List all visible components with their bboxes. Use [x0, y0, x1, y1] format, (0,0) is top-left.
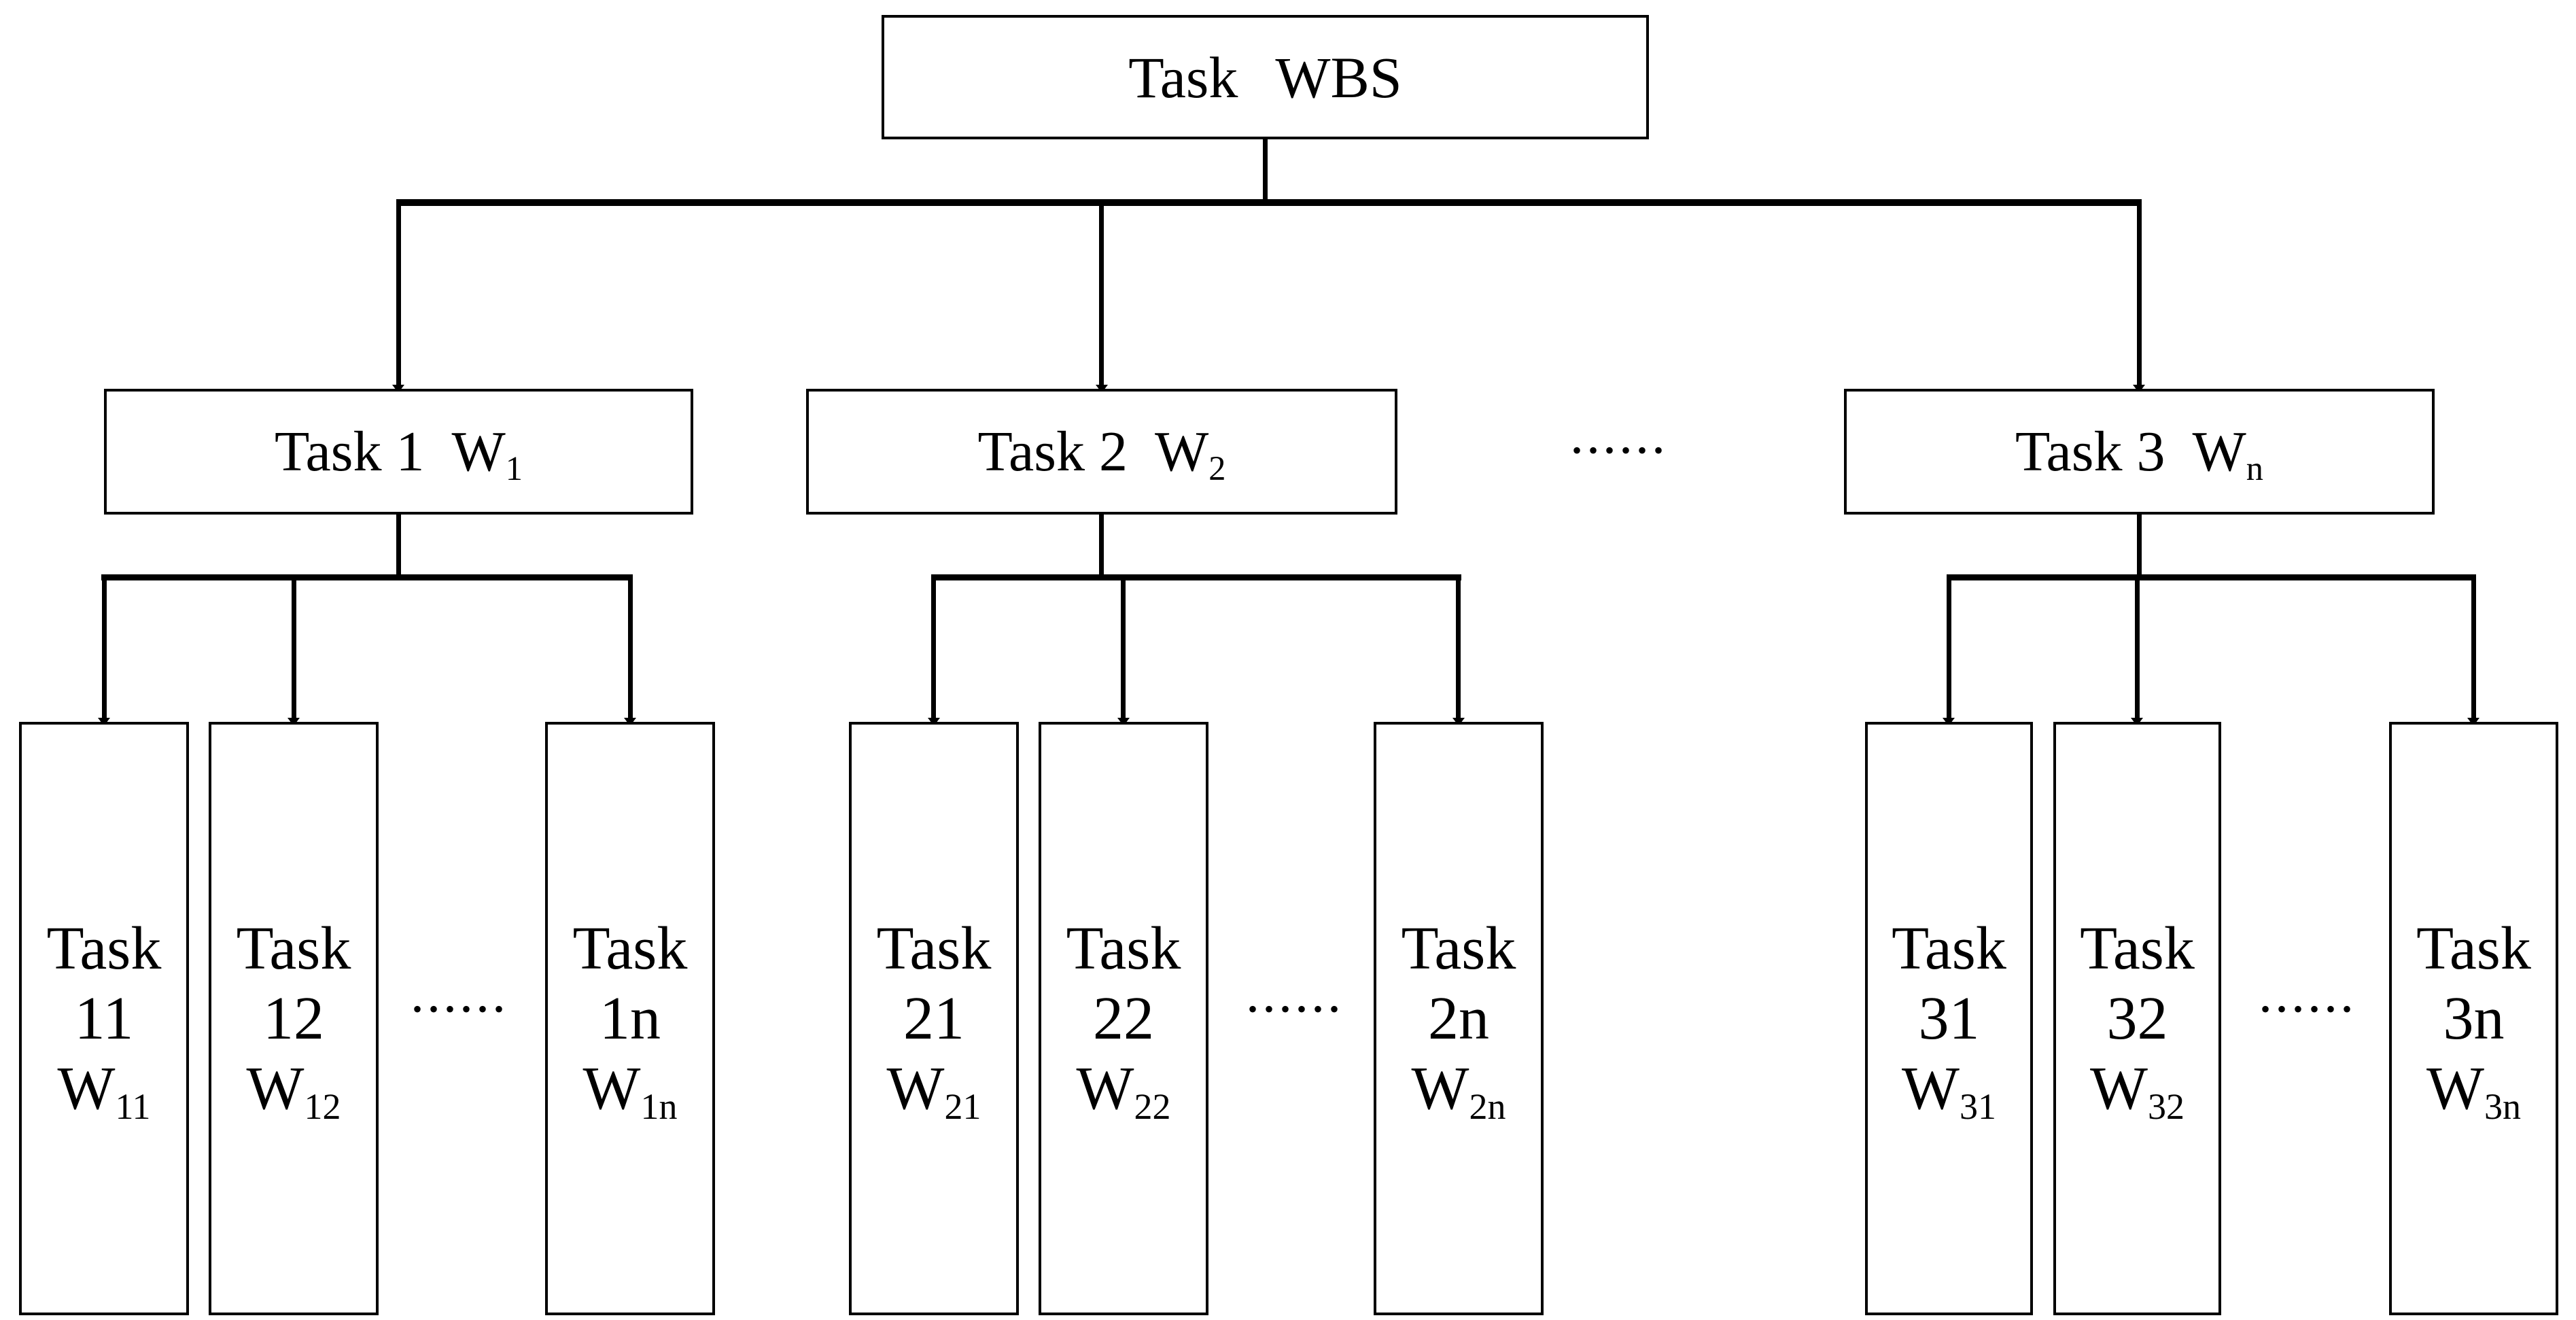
- parent2-label: Task 2: [977, 420, 1128, 483]
- leaf22-weight: W22: [1076, 1055, 1171, 1128]
- connector-level1-rail: [396, 199, 2142, 206]
- leaf-box-21: Task 21 W21: [849, 722, 1019, 1315]
- leaf21-num: 21: [903, 985, 964, 1052]
- leaf3n-num: 3n: [2443, 985, 2505, 1052]
- parent-box-1: Task 1 W1: [104, 389, 693, 515]
- leaf31-weight: W31: [1902, 1055, 1996, 1128]
- leaf3n-name: Task: [2416, 915, 2531, 982]
- leaf1n-num: 1n: [599, 985, 661, 1052]
- connector-bracket-2: [931, 574, 1461, 580]
- parent-box-2: Task 2 W2: [806, 389, 1397, 515]
- leaf21-weight: W21: [886, 1055, 981, 1128]
- ellipsis-level2: ••••••: [1571, 435, 1671, 466]
- connector-to-parent-2: [1099, 206, 1104, 389]
- connector-bracket-3: [1947, 574, 2476, 580]
- leaf-box-12: Task 12 W12: [209, 722, 379, 1315]
- parent1-weight: W1: [451, 420, 523, 488]
- connector-to-leaf-32: [2135, 580, 2140, 722]
- ellipsis-group-3: ••••••: [2260, 994, 2359, 1024]
- leaf1n-weight: W1n: [582, 1055, 678, 1128]
- leaf12-num: 12: [263, 985, 324, 1052]
- leaf-box-31: Task 31 W31: [1865, 722, 2033, 1315]
- connector-to-parent-1: [396, 206, 401, 389]
- connector-to-leaf-11: [102, 580, 107, 722]
- leaf-box-11: Task 11 W11: [19, 722, 189, 1315]
- leaf2n-weight: W2n: [1411, 1055, 1506, 1128]
- parent2-weight: W2: [1154, 420, 1226, 488]
- leaf12-name: Task: [236, 915, 351, 982]
- leaf-box-3n: Task 3n W3n: [2389, 722, 2558, 1315]
- leaf11-name: Task: [46, 915, 162, 982]
- leaf2n-name: Task: [1401, 915, 1516, 982]
- leaf-box-22: Task 22 W22: [1039, 722, 1208, 1315]
- leaf-box-2n: Task 2n W2n: [1374, 722, 1544, 1315]
- leaf32-weight: W32: [2090, 1055, 2185, 1128]
- connector-to-leaf-1n: [628, 580, 633, 722]
- connector-to-parent-3: [2137, 206, 2142, 389]
- leaf22-name: Task: [1066, 915, 1181, 982]
- leaf3n-weight: W3n: [2426, 1055, 2521, 1128]
- parent3-weight: Wn: [2192, 420, 2263, 488]
- leaf12-weight: W12: [246, 1055, 341, 1128]
- leaf31-num: 31: [1918, 985, 1980, 1052]
- leaf-box-32: Task 32 W32: [2053, 722, 2221, 1315]
- parent1-label: Task 1: [275, 420, 425, 483]
- parent3-label: Task 3: [2015, 420, 2165, 483]
- ellipsis-group-1: ••••••: [412, 994, 511, 1024]
- parent-box-3: Task 3 Wn: [1844, 389, 2435, 515]
- connector-to-leaf-22: [1121, 580, 1126, 722]
- connector-to-leaf-21: [931, 580, 936, 722]
- leaf32-name: Task: [2080, 915, 2195, 982]
- root-box: Task WBS: [882, 15, 1649, 139]
- connector-parent2-stub: [1099, 515, 1104, 574]
- leaf1n-name: Task: [572, 915, 688, 982]
- connector-parent1-stub: [396, 515, 401, 574]
- leaf21-name: Task: [876, 915, 992, 982]
- connector-bracket-1: [101, 574, 633, 580]
- leaf11-num: 11: [74, 985, 134, 1052]
- connector-root-stub: [1263, 139, 1268, 203]
- leaf-box-1n: Task 1n W1n: [545, 722, 715, 1315]
- leaf2n-num: 2n: [1428, 985, 1489, 1052]
- connector-to-leaf-3n: [2471, 580, 2476, 722]
- connector-to-leaf-12: [292, 580, 296, 722]
- leaf11-weight: W11: [57, 1055, 151, 1128]
- connector-to-leaf-31: [1947, 580, 1951, 722]
- connector-to-leaf-2n: [1456, 580, 1461, 722]
- ellipsis-group-2: ••••••: [1247, 994, 1346, 1024]
- connector-parent3-stub: [2137, 515, 2142, 574]
- leaf31-name: Task: [1892, 915, 2006, 982]
- root-id: WBS: [1275, 44, 1402, 110]
- leaf32-num: 32: [2106, 985, 2168, 1052]
- leaf22-num: 22: [1093, 985, 1154, 1052]
- root-label: Task: [1128, 44, 1238, 110]
